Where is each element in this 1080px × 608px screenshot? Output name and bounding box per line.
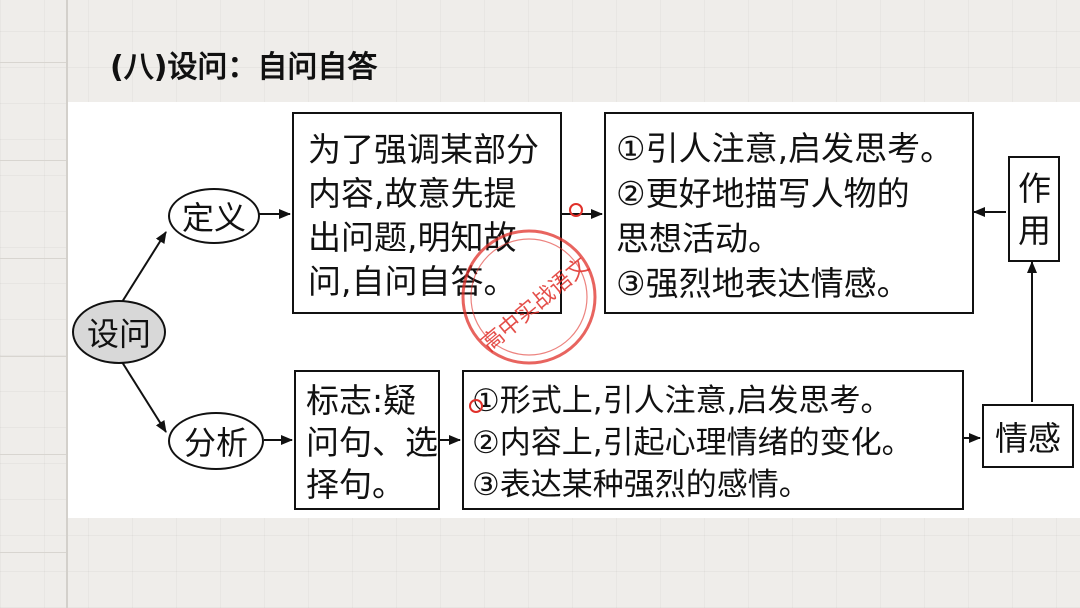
effect-line: 思想活动。 <box>616 219 781 258</box>
slide-title: (八)设问：自问自答 <box>110 50 378 85</box>
marker-line: 择句。 <box>306 465 405 504</box>
definition-line: 为了强调某部分 <box>308 130 539 169</box>
effect-line: ②更好地描写人物的 <box>616 174 910 213</box>
margin-line <box>0 258 66 259</box>
definition-node-label: 定义 <box>181 199 246 237</box>
analysis-line: ②内容上,引起心理情绪的变化。 <box>472 425 913 461</box>
margin-line <box>0 62 66 63</box>
definition-text-box: 为了强调某部分 内容,故意先提 出问题,明知故 问,自问自答。 <box>292 112 562 314</box>
definition-line: 内容,故意先提 <box>308 174 517 213</box>
analysis-node-oval: 分析 <box>168 412 264 470</box>
analysis-detail-box: ①形式上,引人注意,启发思考。 ②内容上,引起心理情绪的变化。 ③表达某种强烈的… <box>462 370 964 510</box>
watermark-dot-icon <box>469 399 483 413</box>
analysis-line: ③表达某种强烈的感情。 <box>472 467 810 503</box>
margin-line <box>0 552 66 553</box>
marker-box: 标志:疑 问句、选 择句。 <box>294 370 440 510</box>
arrow-root-to-definition <box>121 231 167 303</box>
effect-line: ③强烈地表达情感。 <box>616 264 910 303</box>
emotion-label: 情感 <box>995 419 1061 458</box>
marker-line: 问句、选 <box>306 423 438 462</box>
effect-line: ①引人注意,启发思考。 <box>616 129 954 168</box>
function-box: 作用 <box>1008 156 1060 262</box>
analysis-node-label: 分析 <box>183 424 248 462</box>
function-label: 作用 <box>1018 169 1051 250</box>
left-margin-rule <box>66 0 68 608</box>
arrow-root-to-analysis <box>121 361 167 433</box>
margin-line <box>0 160 66 161</box>
analysis-line: ①形式上,引人注意,启发思考。 <box>472 383 892 419</box>
effects-text-box: ①引人注意,启发思考。 ②更好地描写人物的 思想活动。 ③强烈地表达情感。 <box>604 112 974 314</box>
root-node-label: 设问 <box>86 315 151 353</box>
margin-line <box>0 454 66 455</box>
definition-node-oval: 定义 <box>168 188 260 244</box>
definition-line: 出问题,明知故 <box>308 218 517 257</box>
watermark-dot-icon <box>569 203 583 217</box>
root-node-oval: 设问 <box>72 300 166 364</box>
margin-line <box>0 356 66 357</box>
emotion-box: 情感 <box>982 404 1074 468</box>
definition-line: 问,自问自答。 <box>308 262 517 301</box>
marker-line: 标志:疑 <box>306 381 417 420</box>
